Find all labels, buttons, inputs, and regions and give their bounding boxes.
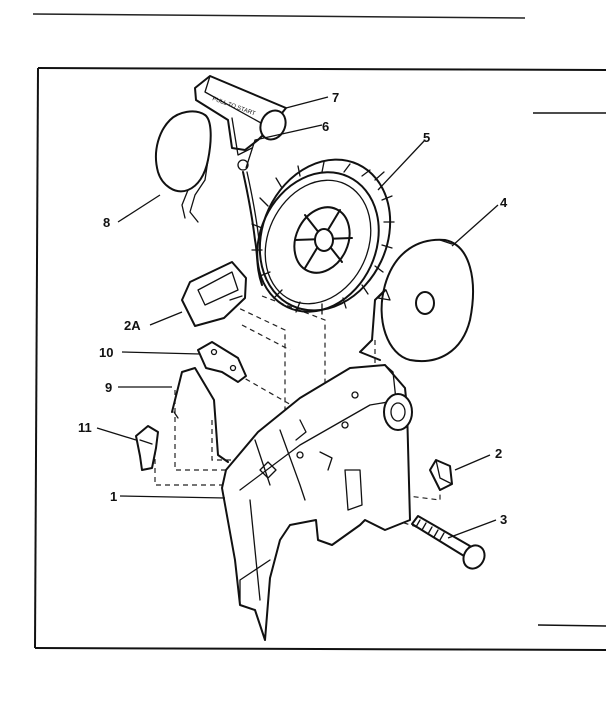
callout-9: 9 <box>105 380 112 395</box>
bracket-plate <box>197 341 247 383</box>
starter-handle: PULL TO START <box>194 75 287 156</box>
callout-5: 5 <box>423 130 430 145</box>
callout-3: 3 <box>500 512 507 527</box>
starter-rope <box>237 159 263 286</box>
callout-2: 2 <box>495 446 502 461</box>
pawl-plate <box>181 261 247 327</box>
pawl <box>429 459 453 491</box>
callout-8: 8 <box>103 215 110 230</box>
callout-11: 11 <box>78 420 92 435</box>
callout-7: 7 <box>332 90 339 105</box>
shoulder-bolt <box>411 515 486 570</box>
ratchet-pulley <box>251 158 395 315</box>
callout-10: 10 <box>99 345 113 360</box>
callouts: 7 6 5 8 4 2A 10 9 11 2 1 3 <box>78 90 508 527</box>
callout-4: 4 <box>500 195 508 210</box>
spring-clip <box>154 110 212 223</box>
callout-6: 6 <box>322 119 329 134</box>
small-clip <box>135 425 159 471</box>
wire-link <box>171 367 229 463</box>
callout-1: 1 <box>110 489 117 504</box>
frame <box>32 13 607 651</box>
recoil-cover <box>359 238 474 362</box>
main-bracket <box>221 364 413 641</box>
callout-2a: 2A <box>124 318 141 333</box>
leader-lines <box>96 96 499 539</box>
